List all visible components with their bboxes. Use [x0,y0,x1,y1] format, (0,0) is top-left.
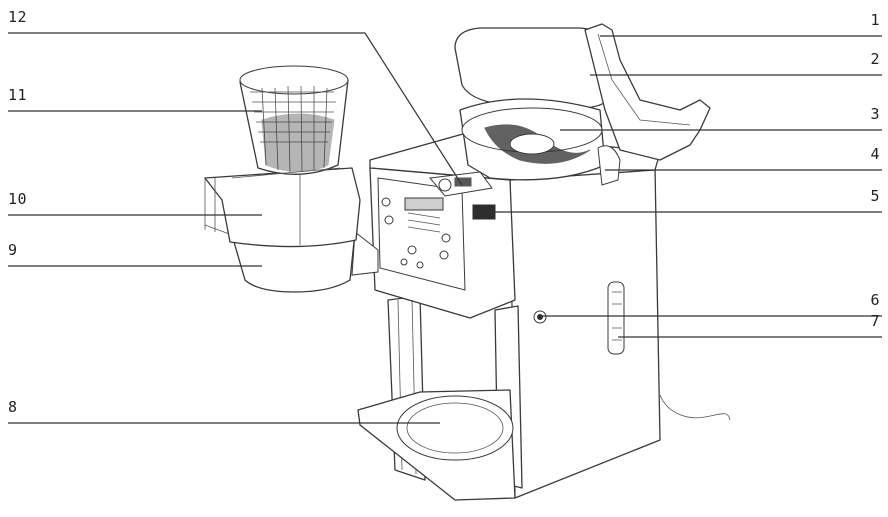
callout-6: 6 [870,291,880,309]
filter-mesh [250,85,336,173]
main-body [509,167,661,499]
panel-button [400,258,408,266]
power-cord [659,394,731,421]
callout-5: 5 [870,187,880,205]
callout-9: 9 [8,241,18,259]
panel-button [416,261,424,269]
inlet-latch [454,177,472,187]
reservoir-center [509,133,555,155]
display [404,197,444,211]
panel-button [381,197,391,207]
filter-basket [204,167,361,248]
filter-dark-mesh [261,113,335,172]
carafe [231,231,356,293]
callout-12: 12 [8,8,28,26]
callout-8: 8 [8,398,18,416]
callout-2: 2 [870,50,880,68]
panel-button [407,245,417,255]
warming-plate [396,395,514,461]
inlet-valve [438,178,452,192]
panel-button [441,233,451,243]
warming-plate-inner [406,402,504,454]
panel-button [439,250,449,260]
power-button-center [537,314,543,320]
panel-button [384,215,394,225]
water-level-window [607,281,625,355]
callout-1: 1 [870,11,880,29]
filter-rim [239,65,349,95]
callout-3: 3 [870,105,880,123]
leader-line-12 [8,32,463,186]
callout-4: 4 [870,145,880,163]
callout-11: 11 [8,86,28,104]
carafe-spout [351,231,379,276]
reservoir-seat [597,145,621,186]
callout-7: 7 [870,312,880,330]
callout-10: 10 [8,190,28,208]
hinged-cover [584,23,711,161]
